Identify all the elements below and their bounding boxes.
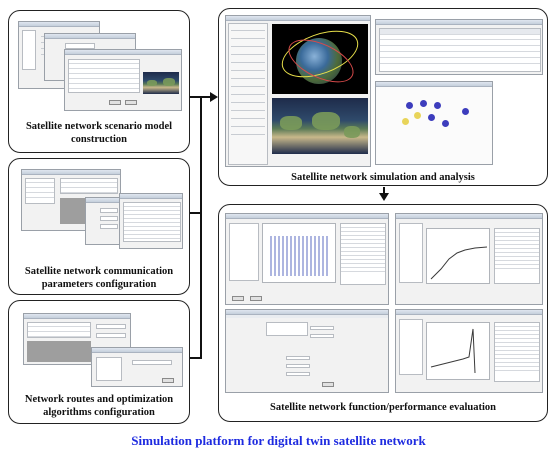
evaluation-caption-text: Satellite network function/performance e…	[269, 402, 496, 413]
arrow-head-simulation	[210, 92, 218, 102]
scenario-dialog-front-screenshot	[64, 49, 182, 111]
scenario-map-preview	[143, 72, 179, 94]
evaluation-bar-chart-window-screenshot	[225, 213, 389, 305]
connector-down	[383, 187, 385, 194]
routing-dialog-back-screenshot	[23, 313, 131, 365]
connector-scenario	[190, 96, 201, 98]
routing-panel: Network routes and optimization algorith…	[8, 300, 190, 424]
ground-track-map	[272, 98, 368, 154]
evaluation-line-chart-window-screenshot	[395, 213, 543, 305]
line-chart-svg	[430, 246, 488, 280]
simulation-caption-text: Satellite network simulation and analysi…	[291, 172, 475, 183]
simulation-caption: Satellite network simulation and analysi…	[219, 171, 547, 184]
routing-caption-line1: Network routes and optimization	[24, 394, 174, 405]
simulation-main-window-screenshot	[225, 15, 371, 167]
curve-chart-svg	[430, 328, 476, 374]
communication-dialog-front-screenshot	[119, 193, 183, 249]
evaluation-line-chart	[426, 228, 490, 284]
scenario-caption: Satellite network scenario model constru…	[9, 120, 189, 146]
simulation-topology-window-screenshot	[375, 81, 493, 165]
evaluation-config-window-screenshot	[225, 309, 389, 393]
routing-dialog-front-screenshot	[91, 347, 183, 387]
communication-dialog-mid-screenshot	[85, 197, 121, 245]
simulation-panel: Satellite network simulation and analysi…	[218, 8, 548, 186]
connector-vertical	[200, 96, 202, 359]
globe-3d-view	[272, 21, 368, 94]
simulation-table-window-screenshot	[375, 19, 543, 75]
bar-chart-svg	[270, 236, 328, 276]
figure-title: Simulation platform for digital twin sat…	[131, 433, 426, 448]
communication-caption-line1: Satellite network communication	[24, 266, 174, 277]
evaluation-bar-chart	[262, 223, 336, 283]
routing-caption: Network routes and optimization algorith…	[9, 393, 189, 419]
evaluation-curve-window-screenshot	[395, 309, 543, 393]
connector-communication	[190, 212, 201, 214]
connector-routing	[190, 357, 201, 359]
evaluation-curve-chart	[426, 322, 490, 380]
routing-caption-line2: algorithms configuration	[43, 407, 155, 418]
evaluation-panel: Satellite network function/performance e…	[218, 204, 548, 422]
communication-caption-line2: parameters configuration	[41, 279, 157, 290]
communication-panel: Satellite network communication paramete…	[8, 158, 190, 295]
scenario-caption-line1: Satellite network scenario model	[25, 121, 173, 132]
scenario-caption-line2: construction	[71, 134, 127, 145]
connector-to-simulation	[200, 96, 212, 98]
communication-caption: Satellite network communication paramete…	[9, 265, 189, 291]
scenario-panel: Satellite network scenario model constru…	[8, 10, 190, 153]
arrow-head-evaluation	[379, 193, 389, 201]
evaluation-caption: Satellite network function/performance e…	[219, 401, 547, 414]
